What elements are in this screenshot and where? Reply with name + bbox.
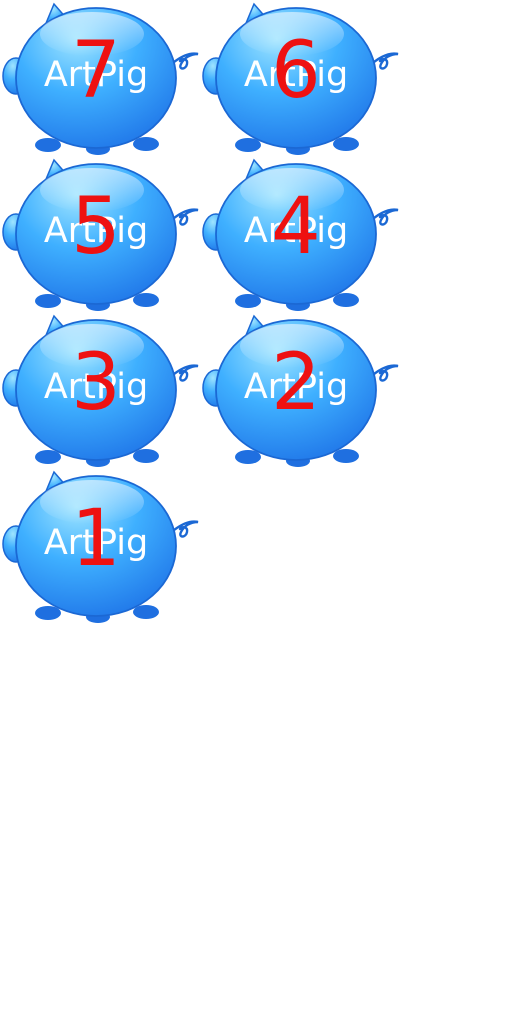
frame-number: 4	[271, 182, 321, 272]
brand-label: ArtPig	[43, 55, 149, 95]
frame-number: 5	[71, 182, 121, 272]
pig-frame-4: ArtPig 4	[200, 156, 400, 313]
pig-frame-6: ArtPig 6	[200, 0, 400, 157]
frame-number: 3	[71, 338, 121, 428]
pig-frame-5: ArtPig 5	[0, 156, 200, 313]
brand-label: ArtPig	[243, 211, 349, 251]
brand-label: ArtPig	[243, 55, 349, 95]
frame-number: 1	[71, 494, 121, 584]
pig-frame-3: ArtPig 3	[0, 312, 200, 469]
pig-frame-7: ArtPig 7	[0, 0, 200, 157]
brand-label: ArtPig	[43, 523, 149, 563]
brand-label: ArtPig	[243, 367, 349, 407]
brand-label: ArtPig	[43, 211, 149, 251]
pig-frame-1: ArtPig 1	[0, 468, 200, 625]
brand-label: ArtPig	[43, 367, 149, 407]
frame-number: 6	[271, 26, 321, 116]
pig-frame-2: ArtPig 2	[200, 312, 400, 469]
frame-number: 7	[71, 26, 121, 116]
frame-number: 2	[271, 338, 321, 428]
